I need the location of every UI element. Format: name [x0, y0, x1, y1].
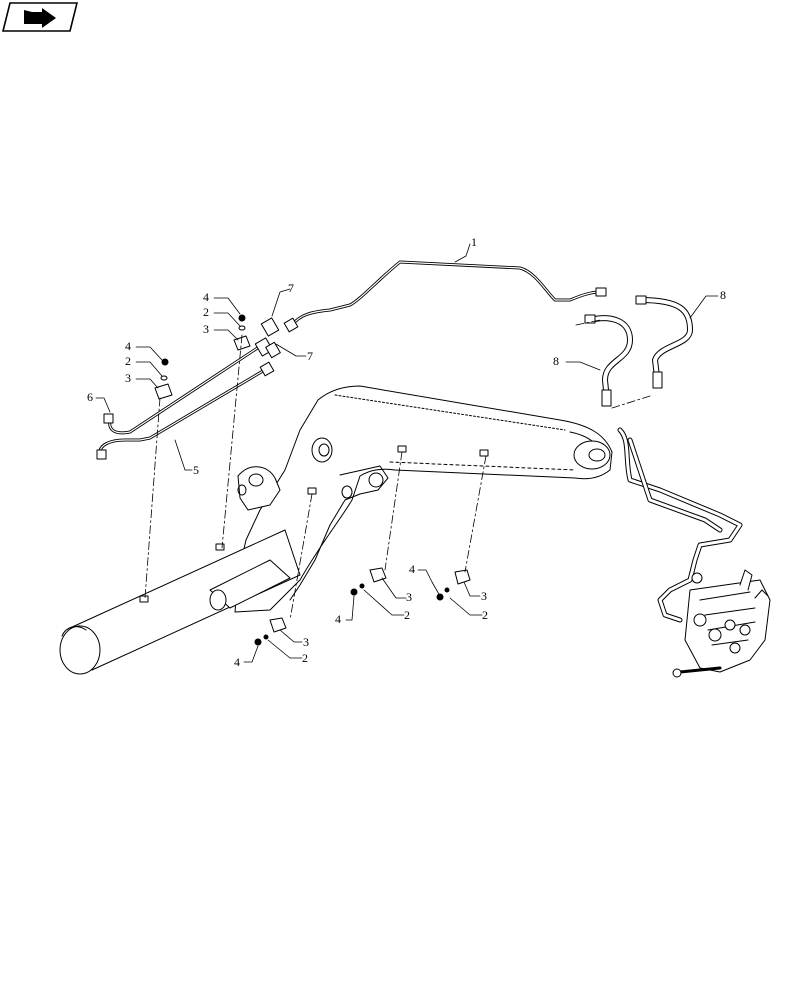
page-turn-arrow-icon[interactable] [2, 2, 78, 32]
callout-3-upper: 3 [203, 322, 209, 336]
callout-3-lower: 3 [303, 635, 309, 649]
callout-4-mid: 4 [335, 612, 341, 626]
callout-2-upper: 2 [203, 305, 209, 319]
callout-2-lower: 2 [302, 651, 308, 665]
tube-1 [283, 260, 607, 333]
callout-3-left: 3 [125, 371, 131, 385]
callout-8-right: 8 [720, 288, 726, 302]
callout-4-left: 4 [125, 339, 131, 353]
callout-2-mid: 2 [404, 608, 410, 622]
clamp-hardware [139, 314, 489, 646]
callout-4-lower: 4 [234, 655, 240, 669]
callout-5: 5 [193, 463, 199, 477]
leader-lines [95, 243, 719, 663]
boom-arm [234, 385, 613, 613]
callout-4-mid-right: 4 [409, 562, 415, 576]
callout-8-left: 8 [553, 354, 559, 368]
callout-3-mid: 3 [406, 590, 412, 604]
control-valve [617, 427, 771, 678]
callout-7-upper: 7 [288, 281, 294, 295]
boom-cylinder [59, 529, 301, 675]
callout-7-lower: 7 [307, 349, 313, 363]
callout-4-upper: 4 [203, 290, 209, 304]
hoses-8 [584, 295, 693, 407]
callout-2-left: 2 [125, 354, 131, 368]
assembly-center-lines [144, 319, 651, 621]
callout-6: 6 [87, 390, 93, 404]
callout-2-mid-right: 2 [482, 608, 488, 622]
callout-labels: 1 4 2 3 7 4 2 3 7 6 5 8 8 4 3 2 4 3 2 4 … [87, 235, 726, 669]
tube-5-6 [96, 317, 281, 460]
callout-1: 1 [471, 235, 477, 249]
callout-3-mid-right: 3 [481, 589, 487, 603]
